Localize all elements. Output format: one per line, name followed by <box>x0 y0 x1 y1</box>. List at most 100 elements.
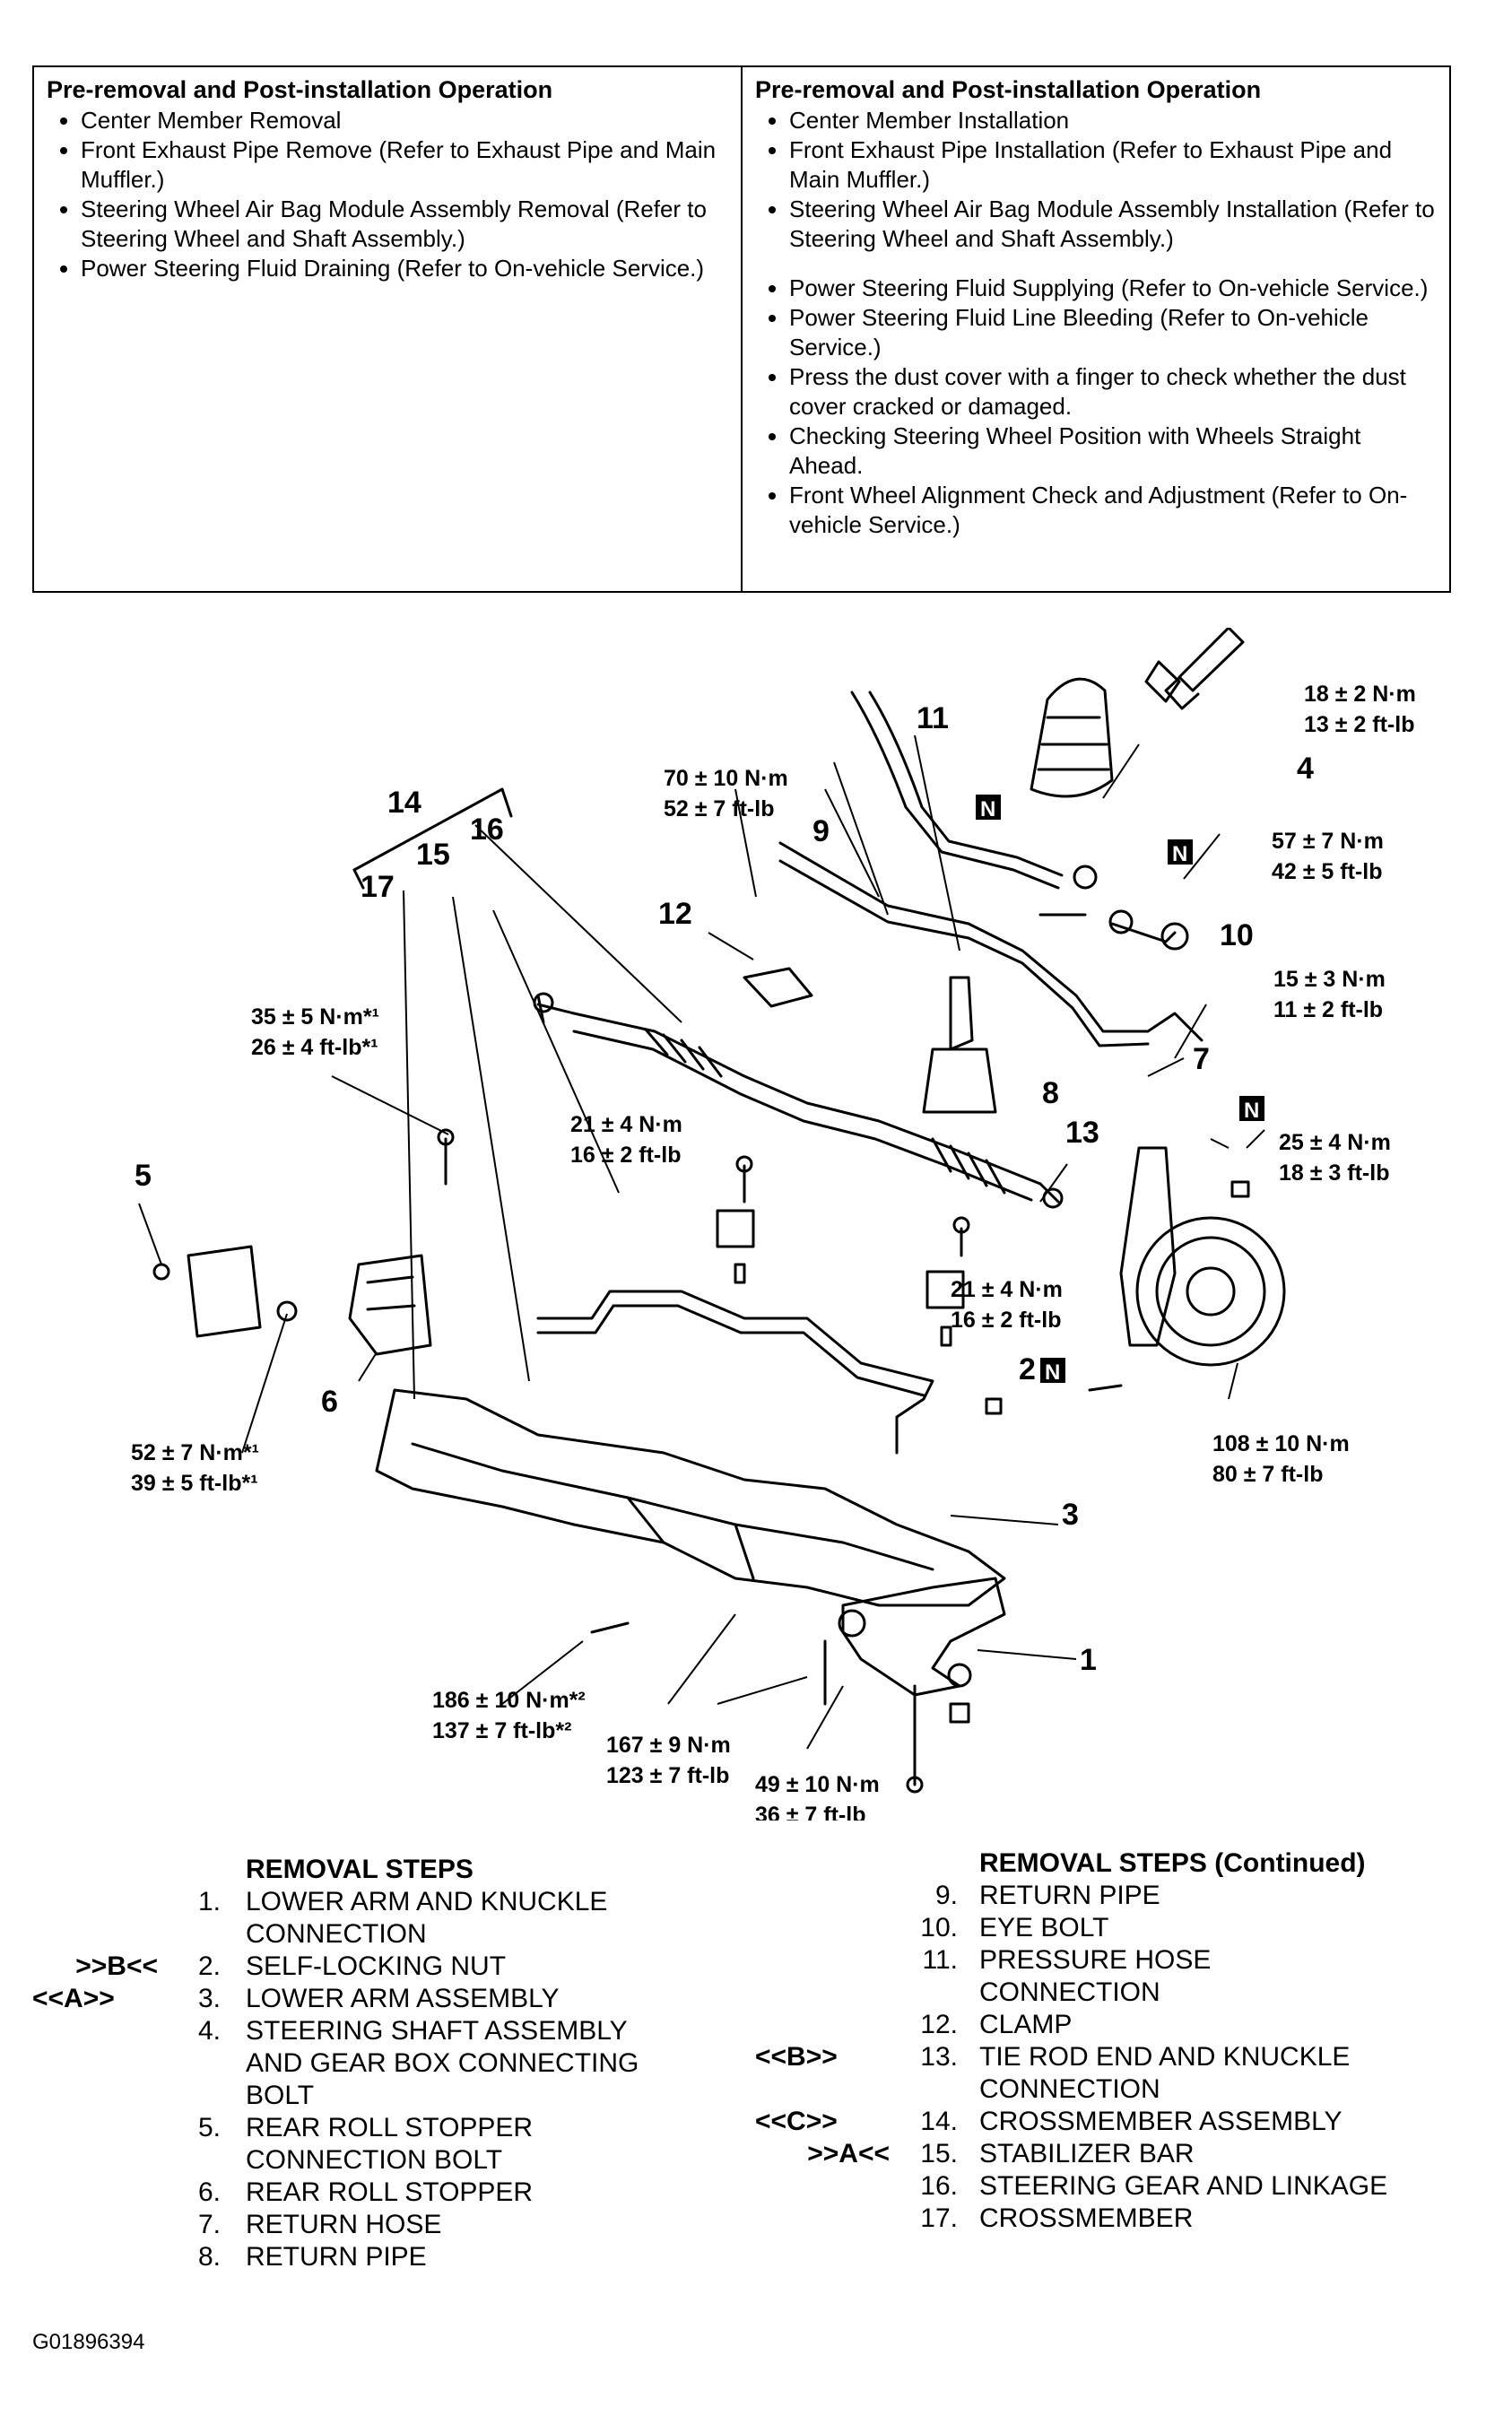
torque-35: 35 ± 5 N·m*¹ 26 ± 4 ft-lb*¹ <box>251 1004 379 1060</box>
svg-text:11 ± 2 ft-lb: 11 ± 2 ft-lb <box>1273 997 1383 1022</box>
list-item: 12.CLAMP <box>920 2010 1073 2039</box>
svg-text:39 ± 5 ft-lb*¹: 39 ± 5 ft-lb*¹ <box>131 1471 258 1496</box>
callout-12: 12 <box>658 897 692 931</box>
svg-text:N: N <box>980 797 995 821</box>
list-item: 7.RETURN HOSE <box>197 2210 442 2239</box>
steering-shaft-joint-part <box>1144 660 1181 703</box>
post-installation-list: Center Member Installation Front Exhaust… <box>755 106 1437 540</box>
svg-text:15 ± 3 N·m: 15 ± 3 N·m <box>1273 967 1386 992</box>
list-item: Checking Steering Wheel Position with Wh… <box>789 421 1437 481</box>
svg-text:57 ± 7 N·m: 57 ± 7 N·m <box>1272 829 1384 854</box>
svg-text:25 ± 4 N·m: 25 ± 4 N·m <box>1279 1130 1391 1155</box>
list-item: Front Wheel Alignment Check and Adjustme… <box>789 481 1437 540</box>
tie-rod-right-part <box>1038 1182 1060 1204</box>
hub-part <box>1155 1236 1266 1347</box>
list-item: 11.PRESSURE HOSE CONNECTION <box>922 1945 1212 2007</box>
torque-4: 18 ± 2 N·m 13 ± 2 ft-lb <box>1304 682 1416 737</box>
callout-8: 8 <box>1042 1076 1059 1110</box>
new-part-mark: N <box>1239 1096 1264 1123</box>
torque-49: 49 ± 10 N·m 36 ± 7 ft-lb <box>755 1772 880 1821</box>
knuckle-part <box>1119 1146 1177 1347</box>
removal-steps-left: REMOVAL STEPS 1.LOWER ARM AND KNUCKLE CO… <box>32 1854 714 2273</box>
stabilizer-bushing-part <box>716 1209 755 1284</box>
callout-4: 4 <box>1297 752 1314 786</box>
pinion-housing-part <box>922 976 997 1114</box>
list-item: Power Steering Fluid Draining (Refer to … <box>81 254 728 283</box>
return-pipe-part <box>778 841 1204 1042</box>
callout-10: 10 <box>1220 918 1254 952</box>
svg-text:80 ± 7 ft-lb: 80 ± 7 ft-lb <box>1212 1462 1323 1487</box>
svg-text:42 ± 5 ft-lb: 42 ± 5 ft-lb <box>1272 859 1382 884</box>
removal-steps-title: REMOVAL STEPS <box>246 1855 474 1884</box>
bolt-part <box>444 1137 1123 1786</box>
callout-7: 7 <box>1193 1042 1210 1076</box>
crossmember-part <box>375 1388 1006 1607</box>
figure-id: G01896394 <box>32 2330 145 2354</box>
ball-joint-part <box>949 1702 970 1724</box>
svg-text:18 ± 2 N·m: 18 ± 2 N·m <box>1304 682 1416 707</box>
tie-rod-left-part <box>536 994 576 1024</box>
list-item: 17.CROSSMEMBER <box>920 2203 1194 2233</box>
svg-text:52 ± 7 N·m*¹: 52 ± 7 N·m*¹ <box>131 1440 259 1465</box>
callout-13: 13 <box>1065 1116 1099 1150</box>
svg-text:18 ± 3 ft-lb: 18 ± 3 ft-lb <box>1279 1160 1389 1186</box>
list-item: Center Member Removal <box>81 106 728 135</box>
svg-text:137 ± 7 ft-lb*²: 137 ± 7 ft-lb*² <box>432 1718 571 1743</box>
pre-removal-list: Center Member Removal Front Exhaust Pipe… <box>47 106 728 283</box>
new-part-mark: N <box>1168 839 1193 866</box>
torque-52: 52 ± 7 N·m*¹ 39 ± 5 ft-lb*¹ <box>131 1440 259 1496</box>
torque-15: 15 ± 3 N·m 11 ± 2 ft-lb <box>1273 967 1386 1022</box>
eye-bolt-part <box>1038 913 1177 943</box>
list-item: 4.STEERING SHAFT ASSEMBLY AND GEAR BOX C… <box>197 2016 639 2110</box>
callout-9: 9 <box>812 814 830 848</box>
callout-16: 16 <box>470 813 504 847</box>
torque-167: 167 ± 9 N·m 123 ± 7 ft-lb <box>606 1733 731 1788</box>
svg-text:26 ± 4 ft-lb*¹: 26 ± 4 ft-lb*¹ <box>251 1035 378 1060</box>
list-item: 8.RETURN PIPE <box>197 2242 427 2272</box>
callout-15: 15 <box>416 838 450 872</box>
torque-108: 108 ± 10 N·m 80 ± 7 ft-lb <box>1212 1431 1350 1487</box>
pressure-hose-part <box>850 691 1064 890</box>
operations-table: Pre-removal and Post-installation Operat… <box>32 65 1451 593</box>
svg-text:36 ± 7 ft-lb: 36 ± 7 ft-lb <box>755 1803 865 1821</box>
svg-text:167 ± 9 N·m: 167 ± 9 N·m <box>606 1733 731 1758</box>
list-item: >>A<<15.STABILIZER BAR <box>807 2139 1195 2168</box>
list-item: 10.EYE BOLT <box>920 1913 1109 1942</box>
list-item: 16.STEERING GEAR AND LINKAGE <box>920 2171 1388 2201</box>
svg-text:21 ± 4 N·m: 21 ± 4 N·m <box>570 1112 682 1137</box>
callout-1: 1 <box>1080 1643 1097 1677</box>
list-item: 9.RETURN PIPE <box>934 1881 1160 1910</box>
svg-text:35 ± 5 N·m*¹: 35 ± 5 N·m*¹ <box>251 1004 379 1030</box>
bracket-part <box>187 1245 262 1338</box>
stabilizer-bushing-part <box>925 1270 965 1347</box>
removal-steps-right: REMOVAL STEPS (Continued) 9.RETURN PIPE … <box>755 1847 1490 2235</box>
exploded-diagram: 18 ± 2 N·m 13 ± 2 ft-lb 70 ± 10 N·m 52 ±… <box>131 628 1416 1821</box>
list-item: 6.REAR ROLL STOPPER <box>197 2177 534 2207</box>
list-item: Front Exhaust Pipe Remove (Refer to Exha… <box>81 135 728 195</box>
pre-removal-column: Pre-removal and Post-installation Operat… <box>34 67 741 591</box>
list-item: Front Exhaust Pipe Installation (Refer t… <box>789 135 1437 195</box>
new-part-mark: N <box>1040 1358 1065 1385</box>
list-item: Steering Wheel Air Bag Module Assembly R… <box>81 195 728 254</box>
svg-text:N: N <box>1244 1099 1259 1123</box>
removal-steps-continued-title: REMOVAL STEPS (Continued) <box>979 1848 1366 1878</box>
svg-text:52 ± 7 ft-lb: 52 ± 7 ft-lb <box>664 796 774 821</box>
svg-text:21 ± 4 N·m: 21 ± 4 N·m <box>951 1277 1063 1302</box>
crossmember-assembly-bracket <box>352 787 513 890</box>
list-item: Center Member Installation <box>789 106 1437 135</box>
torque-21b: 21 ± 4 N·m 16 ± 2 ft-lb <box>951 1277 1063 1333</box>
torque-186: 186 ± 10 N·m*² 137 ± 7 ft-lb*² <box>432 1688 586 1743</box>
svg-text:N: N <box>1045 1360 1060 1385</box>
dust-cover-part <box>1030 677 1114 798</box>
torque-21a: 21 ± 4 N·m 16 ± 2 ft-lb <box>570 1112 682 1168</box>
svg-text:186 ± 10 N·m*²: 186 ± 10 N·m*² <box>432 1688 586 1713</box>
list-item: Power Steering Fluid Supplying (Refer to… <box>789 274 1437 303</box>
list-item: 1.LOWER ARM AND KNUCKLE CONNECTION <box>197 1887 608 1949</box>
stabilizer-bar-part <box>536 1290 934 1455</box>
clamp-part <box>743 967 813 1008</box>
callout-2: 2 <box>1019 1352 1036 1386</box>
new-part-mark: N <box>976 795 1001 821</box>
list-item: <<A>>3.LOWER ARM ASSEMBLY <box>32 1984 560 2013</box>
post-installation-title: Pre-removal and Post-installation Operat… <box>755 76 1262 103</box>
list-item: <<C>>14.CROSSMEMBER ASSEMBLY <box>755 2107 1343 2136</box>
